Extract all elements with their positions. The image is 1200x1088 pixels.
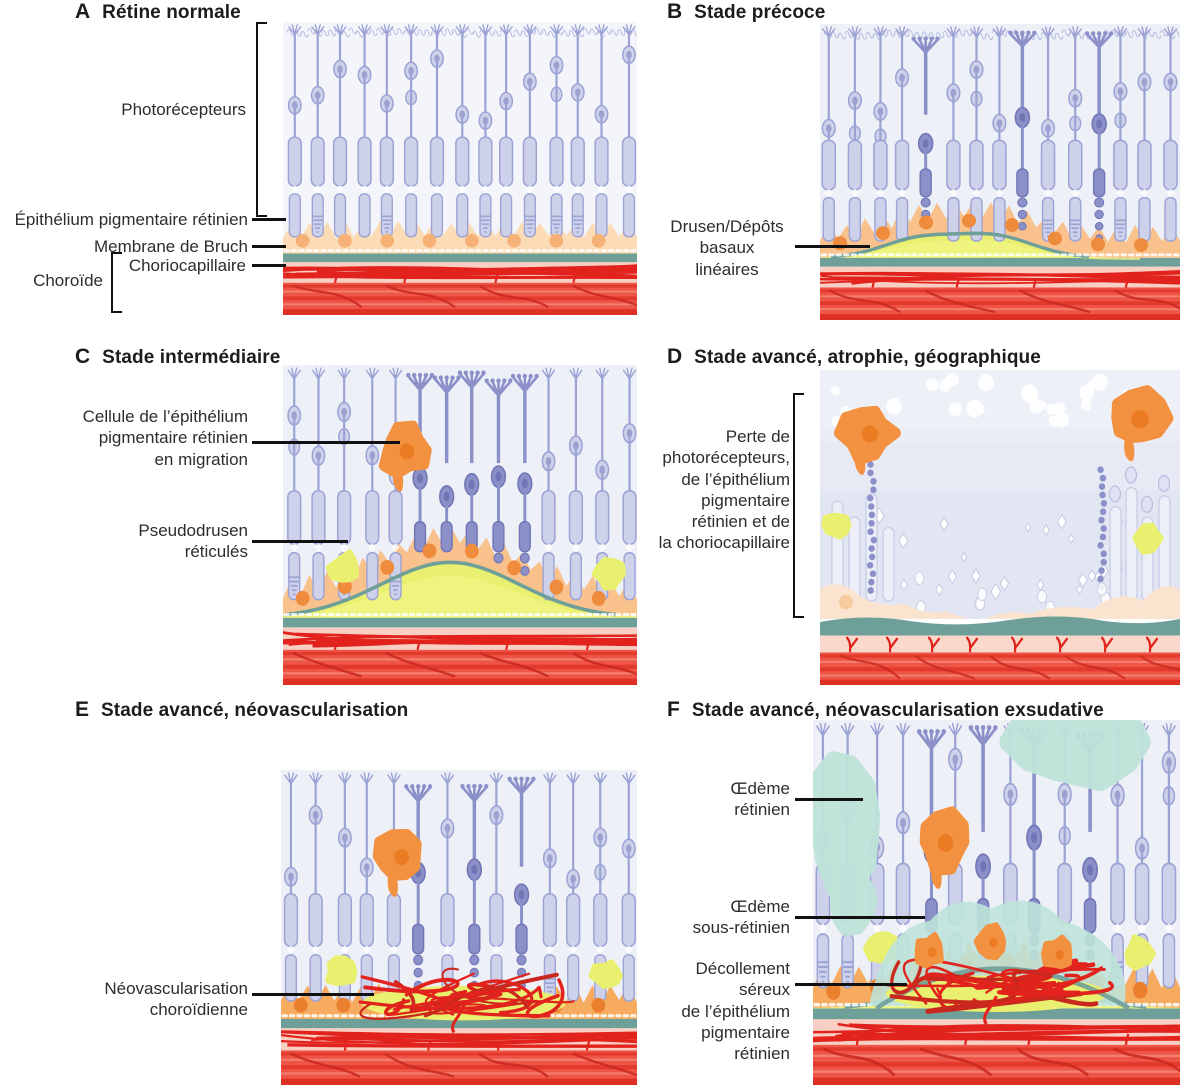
illustration-exudative-neovascularization	[813, 720, 1180, 1085]
leader-choriocapillaris	[252, 264, 286, 267]
label-choriocapillaris: Choriocapillaire	[128, 256, 246, 275]
label-retinal-edema: Œdème rétinien	[730, 779, 790, 820]
panel-letter: F	[667, 698, 680, 721]
panel-normal-retina: A Rétine normale Photorécepteurs Épithél…	[0, 0, 640, 335]
illustration-geographic-atrophy	[820, 370, 1180, 685]
panel-title-text: Stade avancé, néovascularisation	[101, 700, 409, 721]
panel-letter: D	[667, 345, 683, 368]
panel-title: B Stade précoce	[667, 0, 825, 24]
leader-pseudodrusen	[252, 540, 348, 543]
leader-migrating-rpe-cell	[252, 441, 400, 444]
leader-bruch	[252, 245, 286, 248]
panel-title: E Stade avancé, néovascularisation	[75, 698, 408, 722]
panel-neovascularization: E Stade avancé, néovascularisation Néova…	[0, 690, 640, 1088]
panel-title-text: Rétine normale	[102, 2, 241, 23]
label-pseudodrusen: Pseudodrusen réticulés	[138, 521, 248, 562]
panel-title-text: Stade avancé, atrophie, géographique	[694, 347, 1041, 368]
choroid-bracket	[111, 252, 122, 313]
leader-retinal-edema	[795, 798, 863, 801]
panel-letter: A	[75, 0, 91, 23]
panel-title: C Stade intermédiaire	[75, 345, 280, 369]
photoreceptors-bracket	[256, 22, 267, 217]
panel-letter: B	[667, 0, 683, 23]
leader-drusen	[795, 245, 870, 248]
panel-letter: E	[75, 698, 90, 721]
panel-title: D Stade avancé, atrophie, géographique	[667, 345, 1041, 369]
label-choroid: Choroïde	[33, 271, 103, 290]
loss-bracket	[793, 393, 804, 618]
panel-intermediate-stage: C Stade intermédiaire Cellule de l’épith…	[0, 340, 640, 690]
label-drusen: Drusen/Dépôts basaux linéaires	[670, 217, 784, 279]
leader-rpe	[252, 218, 286, 221]
leader-serous-detachment	[795, 983, 907, 986]
illustration-early-stage	[820, 24, 1180, 320]
panel-title-text: Stade précoce	[694, 2, 826, 23]
panel-letter: C	[75, 345, 91, 368]
leader-cnv	[252, 993, 374, 996]
label-serous-detachment: Décollement séreux de l’épithélium pigme…	[681, 959, 790, 1063]
label-loss: Perte de photorécepteurs, de l’épithéliu…	[658, 427, 790, 553]
panel-exudative-neovascularization: F Stade avancé, néovascularisation exsud…	[640, 690, 1200, 1088]
illustration-normal-retina	[283, 22, 637, 315]
label-rpe: Épithélium pigmentaire rétinien	[14, 210, 248, 229]
label-photoreceptors: Photorécepteurs	[121, 100, 246, 119]
label-migrating-rpe-cell: Cellule de l’épithélium pigmentaire réti…	[82, 407, 248, 469]
panel-early-stage: B Stade précoce Drusen/Dépôts basaux lin…	[640, 0, 1200, 335]
illustration-intermediate-stage	[283, 365, 637, 685]
panel-geographic-atrophy: D Stade avancé, atrophie, géographique P…	[640, 340, 1200, 690]
label-bruch: Membrane de Bruch	[93, 237, 248, 256]
illustration-neovascularization	[281, 770, 637, 1085]
panel-title-text: Stade intermédiaire	[102, 347, 281, 368]
panel-title-text: Stade avancé, néovascularisation exsudat…	[691, 700, 1104, 721]
panel-title: A Rétine normale	[75, 0, 241, 24]
label-subretinal-edema: Œdème sous-rétinien	[692, 897, 790, 938]
panel-title: F Stade avancé, néovascularisation exsud…	[667, 698, 1104, 722]
label-cnv: Néovascularisation choroïdienne	[104, 979, 248, 1020]
leader-subretinal-edema	[795, 916, 925, 919]
